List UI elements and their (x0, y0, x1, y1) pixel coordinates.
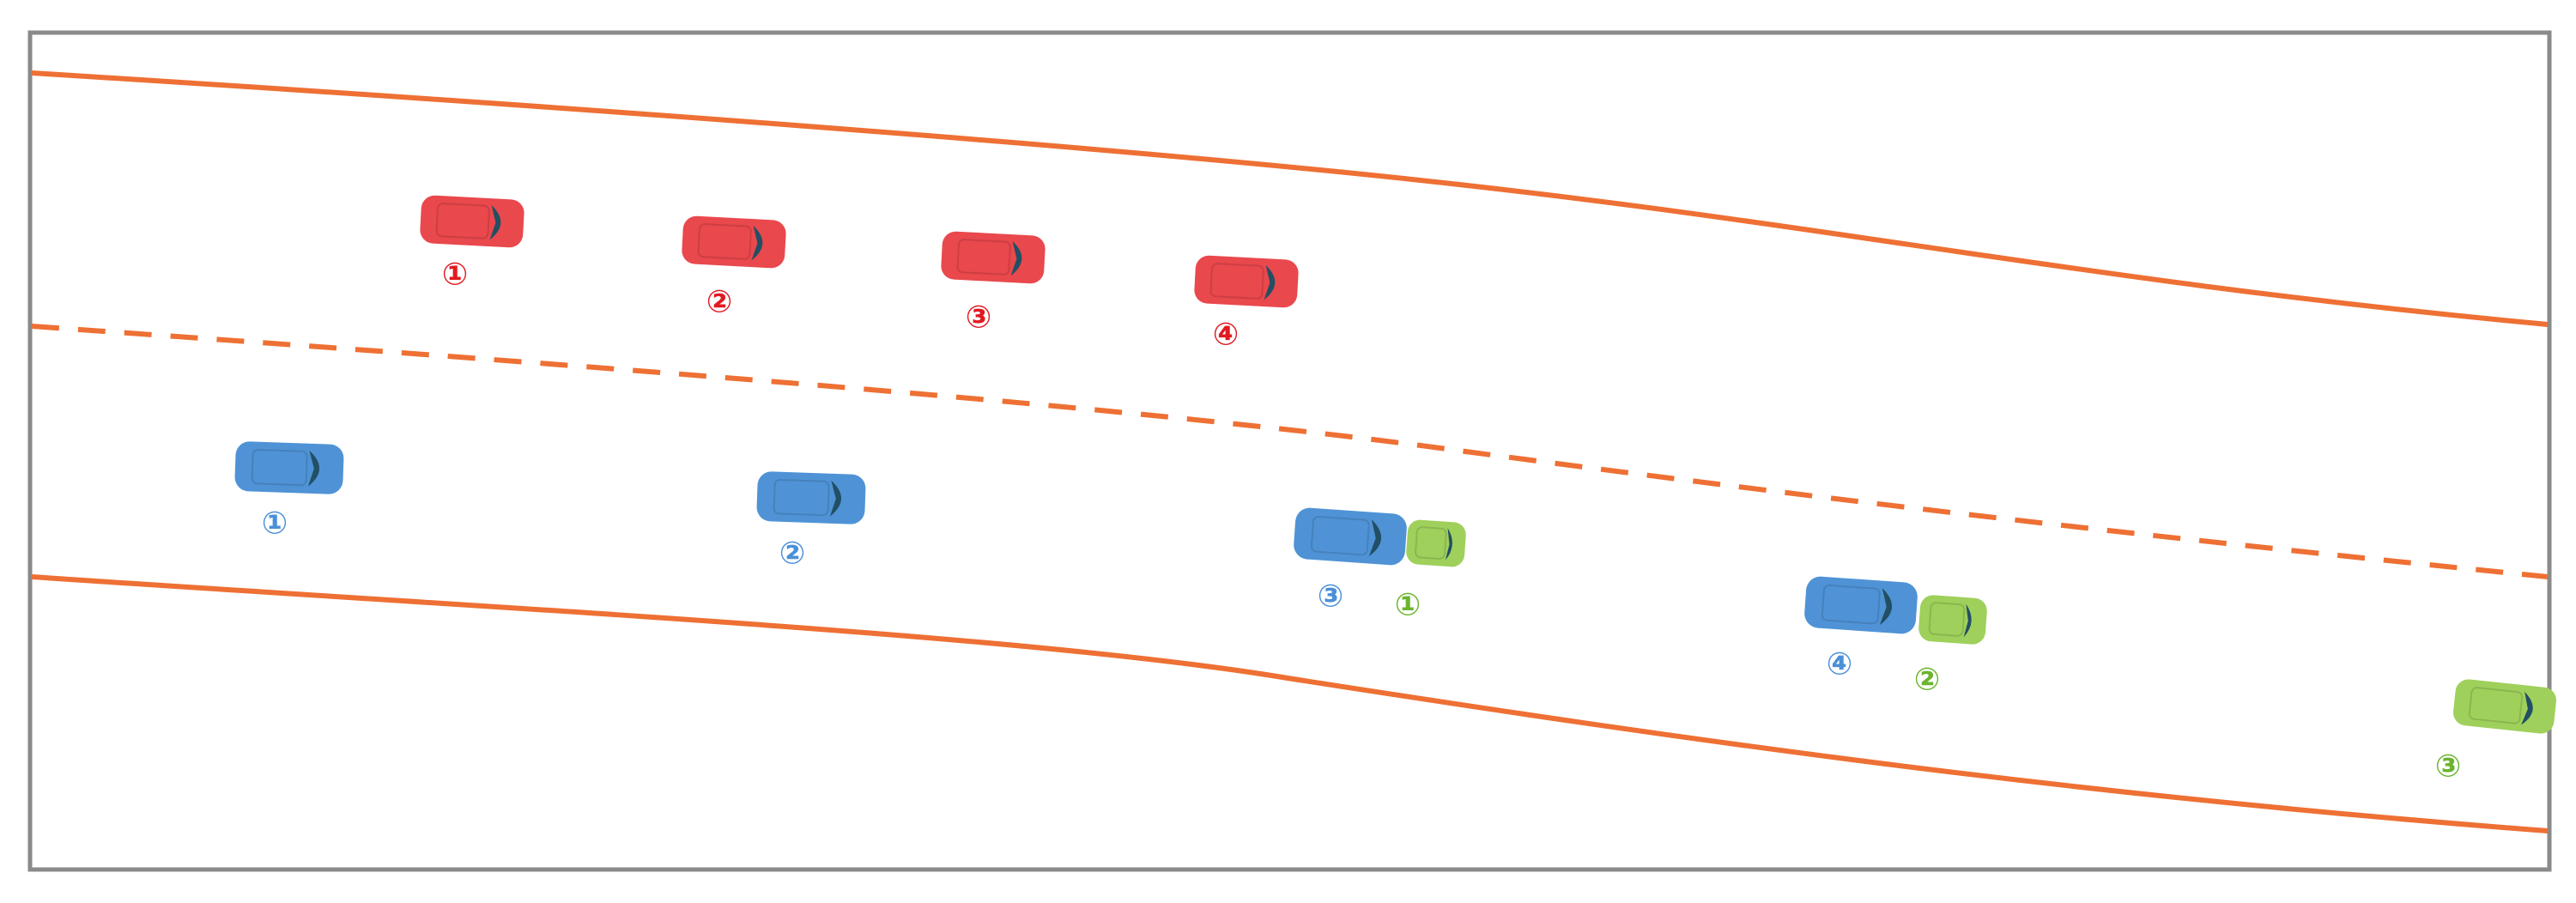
blue-vehicle-4 (1804, 576, 1918, 634)
green-vehicle-3-windshield (2521, 691, 2533, 725)
blue-vehicle-3-label: ③ (1318, 579, 1343, 615)
red-vehicle-1-label: ① (442, 258, 468, 293)
vehicle-label-layer: ① ② ③ ④ ① ② ③ ④ ① ② ③ (262, 258, 2461, 785)
vehicle-layer (234, 195, 2557, 734)
blue-vehicle-1-roof (251, 449, 308, 487)
red-vehicle-1-roof (435, 203, 490, 239)
green-vehicle-1-roof (1415, 526, 1447, 560)
green-vehicle-2 (1918, 595, 1987, 645)
red-vehicle-2-windshield (751, 225, 763, 261)
green-vehicle-1 (1406, 519, 1466, 567)
red-vehicle-2-label: ② (706, 285, 732, 320)
blue-vehicle-1-label: ① (262, 506, 288, 542)
blue-vehicle-2-label: ② (779, 536, 805, 572)
blue-vehicle-3-roof (1310, 515, 1370, 556)
blue-vehicle-1-windshield (307, 450, 320, 487)
green-vehicle-3-roof (2468, 687, 2524, 724)
lane-divider-dashed (31, 324, 2549, 579)
green-vehicle-3 (2452, 679, 2557, 734)
red-vehicle-3-windshield (1010, 240, 1022, 276)
blue-vehicle-4-windshield (1879, 588, 1893, 626)
red-vehicle-3-label: ③ (966, 300, 991, 336)
green-vehicle-2-roof (1928, 602, 1966, 637)
road-edge-top (31, 70, 2549, 327)
red-vehicle-4-windshield (1264, 264, 1276, 300)
red-vehicle-2 (682, 215, 786, 269)
blue-vehicle-2 (756, 471, 866, 524)
red-vehicle-4-roof (1209, 263, 1264, 300)
red-vehicle-4 (1194, 255, 1299, 308)
green-vehicle-2-label: ② (1914, 663, 1940, 698)
road-edge-bottom (31, 574, 2549, 833)
red-vehicle-2-roof (697, 223, 752, 260)
red-vehicle-3 (941, 231, 1046, 284)
diagram-frame (27, 30, 2552, 872)
blue-vehicle-2-roof (773, 479, 830, 517)
red-vehicle-1-windshield (489, 204, 501, 240)
green-vehicle-3-label: ③ (2435, 749, 2461, 785)
blue-vehicle-3-windshield (1368, 519, 1382, 557)
green-vehicle-2-windshield (1963, 603, 1972, 638)
blue-vehicle-1 (234, 441, 344, 494)
red-vehicle-3-roof (956, 239, 1011, 276)
blue-vehicle-4-roof (1821, 584, 1881, 625)
blue-vehicle-4-label: ④ (1827, 647, 1852, 682)
green-vehicle-1-windshield (1445, 528, 1452, 561)
blue-vehicle-3 (1294, 507, 1407, 566)
red-vehicle-1 (420, 195, 524, 248)
green-vehicle-1-label: ① (1395, 588, 1421, 623)
blue-vehicle-2-windshield (829, 480, 842, 517)
red-vehicle-4-label: ④ (1213, 318, 1239, 353)
